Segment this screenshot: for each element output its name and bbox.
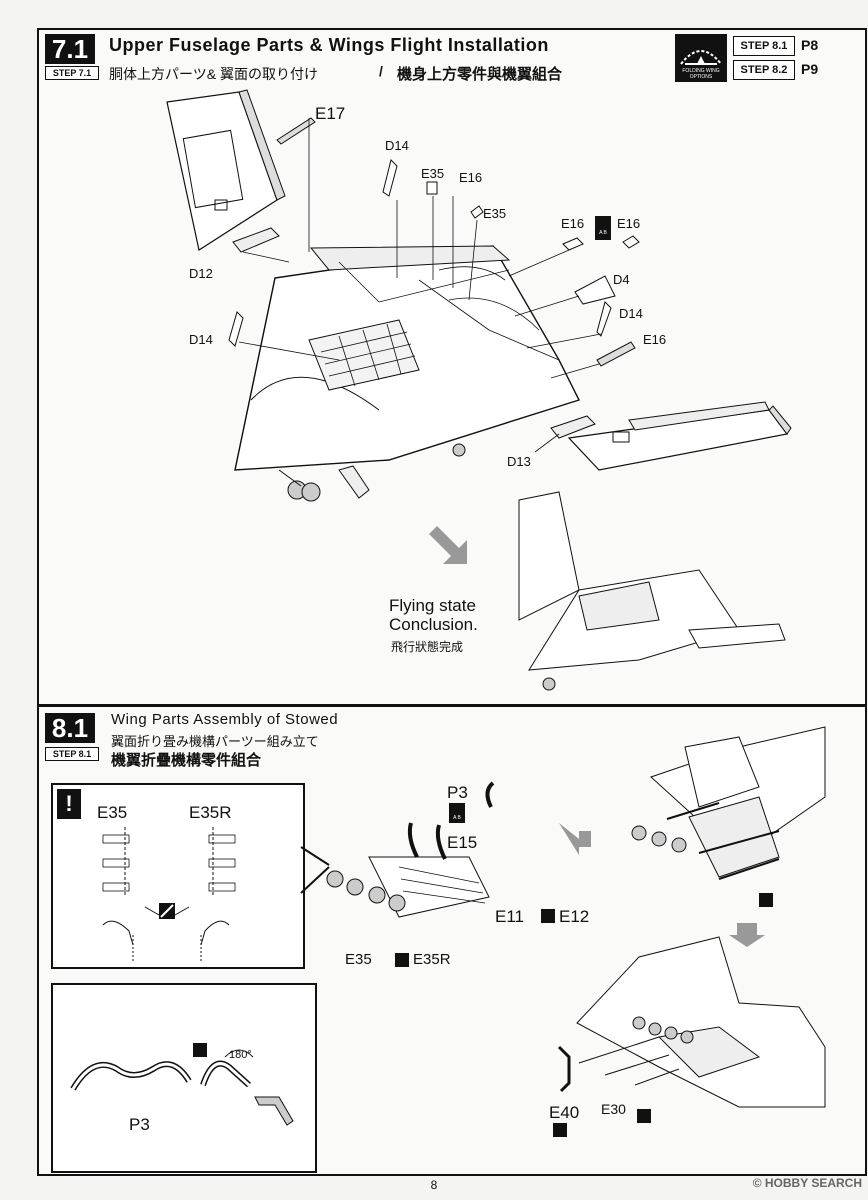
part-d14-label: D14 [385,138,409,153]
part-e16-label: E16 [459,170,483,185]
title-ja: 翼面折り畳み機構パーツー組み立て [111,734,319,749]
part-d4-label: D4 [613,272,630,287]
nav-step-8-1[interactable]: STEP 8.1 [733,36,795,56]
caution-box: ! E35 E35R [51,783,305,969]
p3-bend-diagram [70,1043,294,1126]
title-en: Wing Parts Assembly of Stowed [111,711,339,728]
title-slash: / [379,63,383,79]
step-tag: STEP 7.1 [45,66,99,80]
part-d13-label: D13 [507,454,531,469]
step-7-1-panel: 7.1 STEP 7.1 Upper Fuselage Parts & Wing… [37,28,867,706]
nav-page-p8[interactable]: P8 [801,37,819,53]
upper-fuselage-diagram [166,89,792,691]
part-p3-label: P3 [447,783,468,802]
folding-wing-options-icon[interactable]: FOLDING WING OPTIONS [675,34,727,82]
step-8-1-panel: 8.1 STEP 8.1 Wing Parts Assembly of Stow… [37,705,867,1176]
wing-fold-icon [680,50,722,65]
part-d14-label-2: D14 [619,306,643,321]
ab-option-icon: A B [449,803,465,823]
part-e30-label: E30 [601,1101,626,1117]
part-e16-label-4: E16 [643,332,667,347]
part-e35r-label: E35R [189,803,232,822]
page-number: 8 [430,1178,438,1192]
part-d12-label: D12 [189,266,213,281]
caution-icon: ! [57,789,81,819]
part-d14-label-3: D14 [189,332,213,347]
conclusion-zh: 飛行狀態完成 [391,640,464,654]
watermark: © HOBBY SEARCH [752,1176,862,1190]
step-number: 8.1 [45,713,95,743]
right-wing-tip-part [567,401,792,471]
part-p3-label: P3 [129,1115,150,1134]
ab-option-icon: A B [595,216,611,240]
conclusion-line-2: Conclusion. [389,615,478,634]
title-zh: 機身上方零件與機翼組合 [397,66,563,83]
icon-caption: FOLDING WING OPTIONS [682,68,720,80]
part-e16-label-2: E16 [561,216,585,231]
part-e35-label: E35 [97,803,128,822]
title-en: Upper Fuselage Parts & Wings Flight Inst… [109,35,549,55]
main-fuselage [234,245,580,502]
title-zh: 機翼折疊機構零件組合 [111,752,262,769]
part-e35-label-2: E35 [483,206,507,221]
title-ja: 胴体上方パーツ& 翼面の取り付け [109,66,318,82]
part-e35-label-2: E35 [345,951,372,968]
part-e35-label: E35 [421,166,445,181]
direction-arrow-icon [429,526,467,564]
p3-detail-box: 180° P3 [51,983,317,1173]
part-e35r-label-2: E35R [413,951,451,968]
conclusion-line-1: Flying state [389,596,476,615]
e35-comparison-diagram [102,827,236,963]
part-e16-label-3: E16 [617,216,641,231]
part-e15-label: E15 [447,833,478,852]
part-e40-label: E40 [549,1103,580,1122]
part-e12-label: E12 [559,907,590,926]
nav-step-8-2[interactable]: STEP 8.2 [733,60,795,80]
flying-state-preview [518,491,786,691]
bend-angle-label: 180° [229,1049,252,1061]
part-e17-label: E17 [315,104,346,123]
assembly-diagram [300,726,826,1137]
step-number: 7.1 [45,34,95,64]
part-e11-label: E11 [495,907,524,926]
left-wing-tip-part [166,89,286,251]
step-tag: STEP 8.1 [45,747,99,761]
nav-page-p9[interactable]: P9 [801,61,819,77]
